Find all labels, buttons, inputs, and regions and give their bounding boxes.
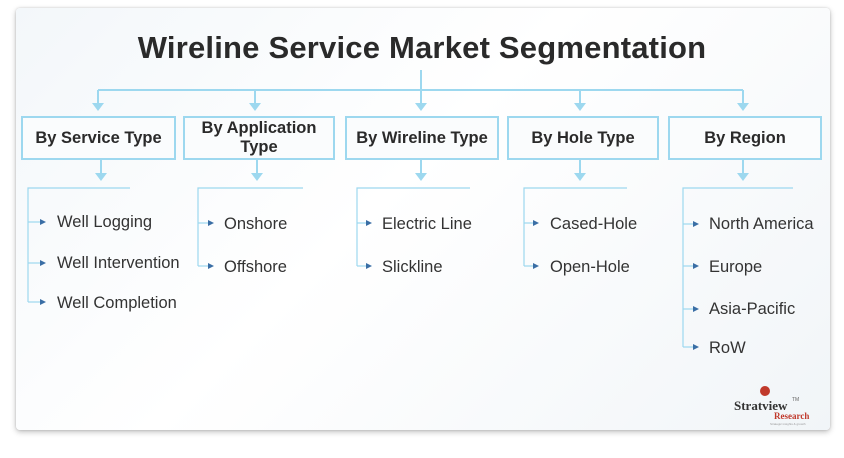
diagram-card <box>16 8 830 430</box>
list-item: North America <box>709 215 814 233</box>
logo-trademark: TM <box>792 397 800 403</box>
bracket-col-1 <box>27 187 130 302</box>
category-box-service-type: By Service Type <box>21 116 176 160</box>
list-item: Cased-Hole <box>550 215 638 233</box>
list-item: Onshore <box>224 215 288 233</box>
list-item: Asia-Pacific <box>709 300 796 318</box>
category-box-wireline-type: By Wireline Type <box>345 116 499 160</box>
list-item: Offshore <box>224 258 287 276</box>
logo-word-2: Research <box>774 411 810 421</box>
logo-tagline: Strategic insights & growth <box>770 422 806 426</box>
logo-word-1: Stratview <box>734 398 788 413</box>
list-item: Well Intervention <box>57 254 180 272</box>
logo-mark-icon <box>760 386 770 396</box>
list-item: RoW <box>709 339 746 357</box>
bracket-col-5 <box>682 187 793 347</box>
diagram-title: Wireline Service Market Segmentation <box>137 30 707 65</box>
category-box-region: By Region <box>668 116 822 160</box>
category-box-application-type: By Application Type <box>183 116 335 160</box>
category-box-hole-type: By Hole Type <box>507 116 659 160</box>
stratview-logo: Stratview TM Research Strategic insights… <box>730 384 830 428</box>
list-item: Europe <box>709 258 763 276</box>
list-item: Electric Line <box>382 215 472 233</box>
bracket-col-3 <box>356 187 470 266</box>
list-item: Slickline <box>382 258 443 276</box>
list-item: Open-Hole <box>550 258 630 276</box>
list-item: Well Logging <box>57 213 153 231</box>
list-item: Well Completion <box>57 294 177 312</box>
bracket-col-4 <box>523 187 627 266</box>
bracket-col-2 <box>197 187 303 266</box>
